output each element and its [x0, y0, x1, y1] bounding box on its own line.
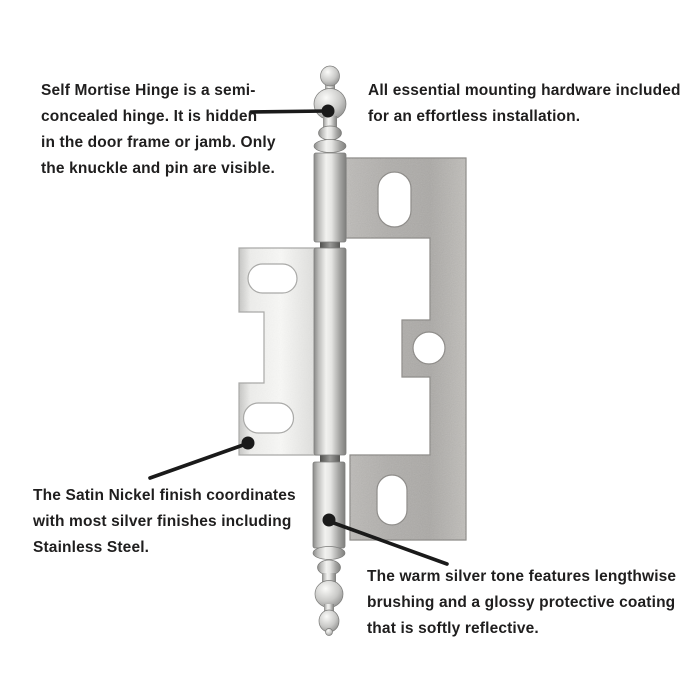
annotation-top-right: All essential mounting hardware included…	[368, 78, 681, 130]
annotation-line: brushing and a glossy protective coating	[367, 594, 676, 611]
annotation-line: All essential mounting hardware included	[368, 82, 681, 99]
annotation-line: Self Mortise Hinge is a semi-	[41, 82, 256, 99]
callout-dot-knuckle	[321, 104, 335, 118]
annotation-line: with most silver finishes including	[33, 513, 292, 530]
annotation-line: Stainless Steel.	[33, 539, 150, 556]
hinge-right-leaf	[345, 157, 467, 541]
callout-line-finish	[148, 442, 248, 480]
hinge-barrel	[312, 152, 347, 549]
callout-line-knuckle	[249, 109, 328, 114]
annotation-line: for an effortless installation.	[368, 108, 581, 125]
annotation-bottom-left: The Satin Nickel finish coordinates with…	[33, 483, 296, 561]
hinge-knuckle-top	[313, 152, 347, 243]
annotation-top-left: Self Mortise Hinge is a semi- concealed …	[41, 78, 276, 182]
callout-lines	[148, 104, 449, 566]
callout-line-tone	[329, 520, 449, 566]
callout-dot-tone	[322, 513, 336, 527]
callout-dot-finish	[241, 436, 255, 450]
annotation-line: the knuckle and pin are visible.	[41, 160, 275, 177]
annotation-line: concealed hinge. It is hidden	[41, 108, 258, 125]
hinge-knuckle-bottom	[312, 461, 346, 549]
annotation-bottom-right: The warm silver tone features lengthwise…	[367, 564, 676, 642]
annotation-line: The warm silver tone features lengthwise	[367, 568, 677, 585]
annotation-line: in the door frame or jamb. Only	[41, 134, 276, 151]
annotation-line: The Satin Nickel finish coordinates	[33, 487, 296, 504]
hinge-left-leaf	[238, 247, 333, 456]
annotation-line: that is softly reflective.	[367, 620, 539, 637]
hinge-bottom-finial	[312, 546, 346, 636]
hinge-pin-upper-joint	[320, 240, 340, 250]
hinge-pin-lower-joint	[320, 453, 340, 464]
hinge-knuckle-middle	[313, 247, 347, 456]
